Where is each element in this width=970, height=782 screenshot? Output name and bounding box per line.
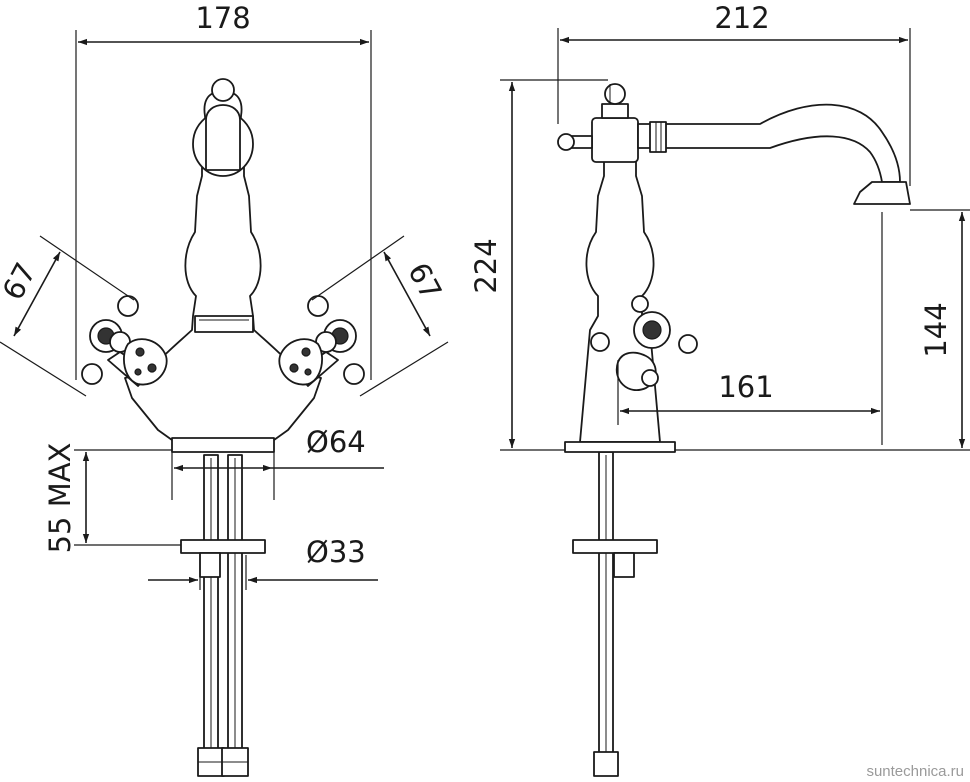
watermark-text: suntechnica.ru [866,763,964,780]
side-view: 212 224 144 161 [469,1,970,777]
side-height-dimension: 224 [469,79,608,451]
front-left-handle-dimension: 67 [0,235,135,397]
side-cross-handle [590,295,698,391]
front-left-handle-label: 67 [0,257,43,306]
front-mounting-nut [180,539,266,578]
side-spout-height-label: 144 [919,302,953,357]
front-supply-hoses [197,454,249,777]
front-right-handle-label: 67 [401,257,448,306]
front-right-cross-handle [278,295,365,387]
side-spout-height-dimension: 144 [675,209,970,451]
side-height-label: 224 [469,238,503,293]
front-left-cross-handle [81,295,168,387]
front-max-thickness-label: 55 MAX [43,443,77,554]
front-view: 178 67 67 Ø64 55 MAX [0,1,449,777]
front-base-diameter-dimension: Ø64 [171,425,384,500]
front-width-dimension: 178 [75,1,372,380]
front-right-handle-dimension: 67 [311,235,449,397]
front-hole-diameter-dimension: Ø33 [148,535,378,590]
side-reach-label: 212 [714,1,769,35]
side-spout-projection-label: 161 [718,370,773,404]
side-spout [637,103,911,205]
side-reach-dimension: 212 [557,1,911,186]
front-hole-diameter-label: Ø33 [306,535,366,569]
side-supply-hose [572,451,658,777]
front-base-diameter-label: Ø64 [306,425,366,459]
front-width-label: 178 [195,1,250,35]
side-spout-projection-dimension: 161 [617,212,883,445]
front-faucet-body [124,78,322,453]
front-max-thickness-dimension: 55 MAX [43,443,181,554]
